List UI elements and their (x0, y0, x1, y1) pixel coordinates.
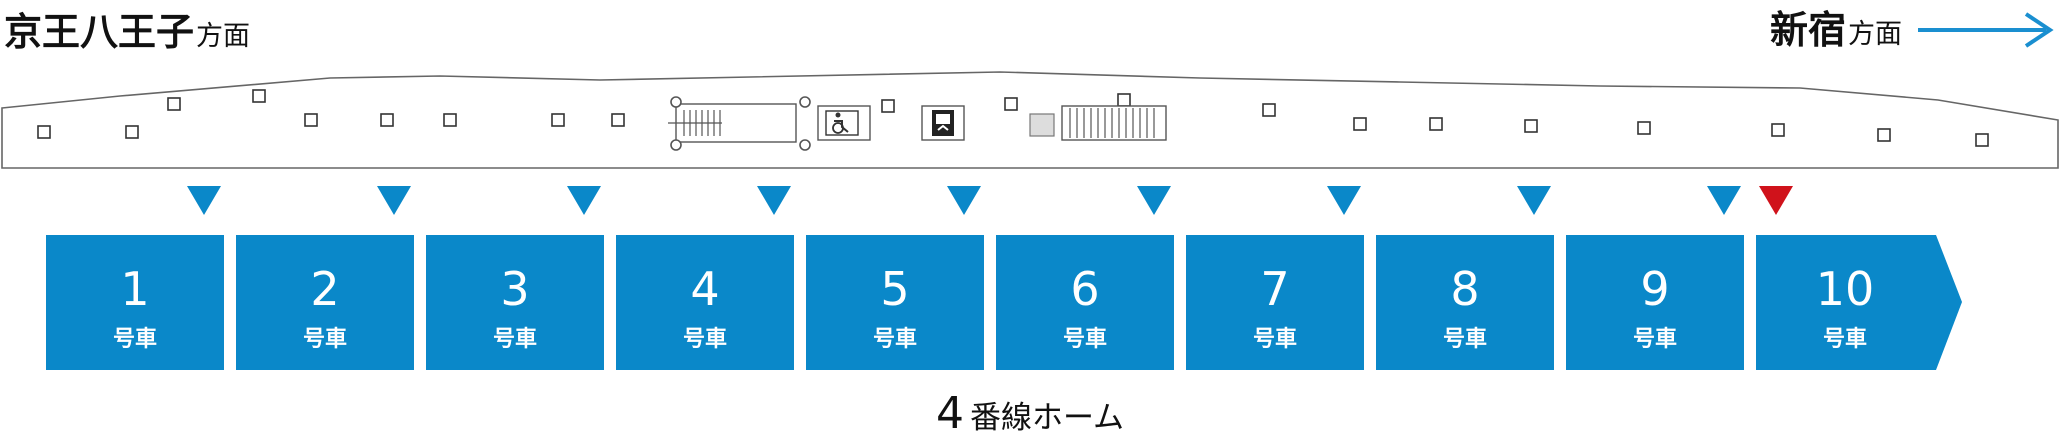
pillar-group (37, 89, 1989, 147)
pillar-icon (37, 125, 51, 139)
elevator-icon (921, 105, 965, 141)
car-body (46, 235, 224, 370)
car-label: 号車 (1253, 327, 1297, 352)
car-number: 8 (1450, 262, 1479, 316)
pillar-icon (611, 113, 625, 127)
escalator-icon (668, 96, 811, 151)
car-body (616, 235, 794, 370)
door-marker (1707, 186, 1741, 215)
car-number: 7 (1260, 262, 1289, 316)
pillar-icon (443, 113, 457, 127)
door-marker (567, 186, 601, 215)
pillar-icon (252, 89, 266, 103)
car-number: 1 (120, 262, 149, 316)
car-body (236, 235, 414, 370)
car-5: 5 号車 (806, 235, 984, 370)
pillar-icon (380, 113, 394, 127)
pillar-icon (304, 113, 318, 127)
direction-left-main: 京王八王子 (4, 10, 194, 54)
pillar-icon (167, 97, 181, 111)
platform-number: 4 (936, 388, 964, 436)
car-label: 号車 (873, 327, 917, 352)
pillar-icon (1429, 117, 1443, 131)
car-number: 9 (1640, 262, 1669, 316)
car-number: 5 (880, 262, 909, 316)
car-label: 号車 (1823, 327, 1867, 352)
stairs-icon (1061, 105, 1167, 141)
car-number: 4 (690, 262, 719, 316)
car-body (1566, 235, 1744, 370)
equipment-box (1029, 113, 1055, 137)
car-body (806, 235, 984, 370)
pillar-icon (1975, 133, 1989, 147)
door-marker (757, 186, 791, 215)
car-6: 6 号車 (996, 235, 1174, 370)
right-arrow-icon (1918, 12, 2054, 48)
direction-right: 新宿方面 (1770, 8, 1902, 52)
pillar-icon (1117, 93, 1131, 107)
pillar-icon (1877, 128, 1891, 142)
car-7: 7 号車 (1186, 235, 1364, 370)
car-8: 8 号車 (1376, 235, 1554, 370)
pillar-icon (1004, 97, 1018, 111)
door-marker (187, 186, 221, 215)
direction-left-sub: 方面 (196, 21, 250, 52)
car-label: 号車 (1443, 327, 1487, 352)
car-label: 号車 (113, 327, 157, 352)
door-marker (377, 186, 411, 215)
door-marker (947, 186, 981, 215)
car-body (1376, 235, 1554, 370)
car-1: 1 号車 (46, 235, 224, 370)
car-label: 号車 (683, 327, 727, 352)
car-number: 10 (1816, 262, 1875, 316)
car-2: 2 号車 (236, 235, 414, 370)
platform-text: 番線ホーム (970, 400, 1124, 436)
wheelchair-icon (817, 105, 871, 141)
car-label: 号車 (493, 327, 537, 352)
car-4: 4 号車 (616, 235, 794, 370)
direction-right-sub: 方面 (1848, 19, 1902, 50)
car-label: 号車 (1063, 327, 1107, 352)
car-body (996, 235, 1174, 370)
direction-right-main: 新宿 (1770, 8, 1846, 52)
door-marker (1137, 186, 1171, 215)
door-marker-group (187, 186, 1793, 215)
door-marker (1327, 186, 1361, 215)
pillar-icon (125, 125, 139, 139)
car-body (1186, 235, 1364, 370)
car-body (1756, 235, 1962, 370)
pillar-icon (551, 113, 565, 127)
car-number: 3 (500, 262, 529, 316)
pillar-icon (1262, 103, 1276, 117)
door-marker (1517, 186, 1551, 215)
pillar-icon (1524, 119, 1538, 133)
car-9: 9 号車 (1566, 235, 1744, 370)
car-label: 号車 (1633, 327, 1677, 352)
pillar-icon (1771, 123, 1785, 137)
car-row: 1 号車 2 号車 3 号車 4 号車 5 号車 6 号車 (46, 235, 1962, 370)
car-number: 2 (310, 262, 339, 316)
door-marker-highlighted (1759, 186, 1793, 215)
car-body (426, 235, 604, 370)
car-10: 10 号車 (1756, 235, 1962, 370)
pillar-icon (881, 99, 895, 113)
direction-left: 京王八王子方面 (4, 10, 250, 54)
car-label: 号車 (303, 327, 347, 352)
car-number: 6 (1070, 262, 1099, 316)
car-3: 3 号車 (426, 235, 604, 370)
pillar-icon (1637, 121, 1651, 135)
pillar-icon (1353, 117, 1367, 131)
